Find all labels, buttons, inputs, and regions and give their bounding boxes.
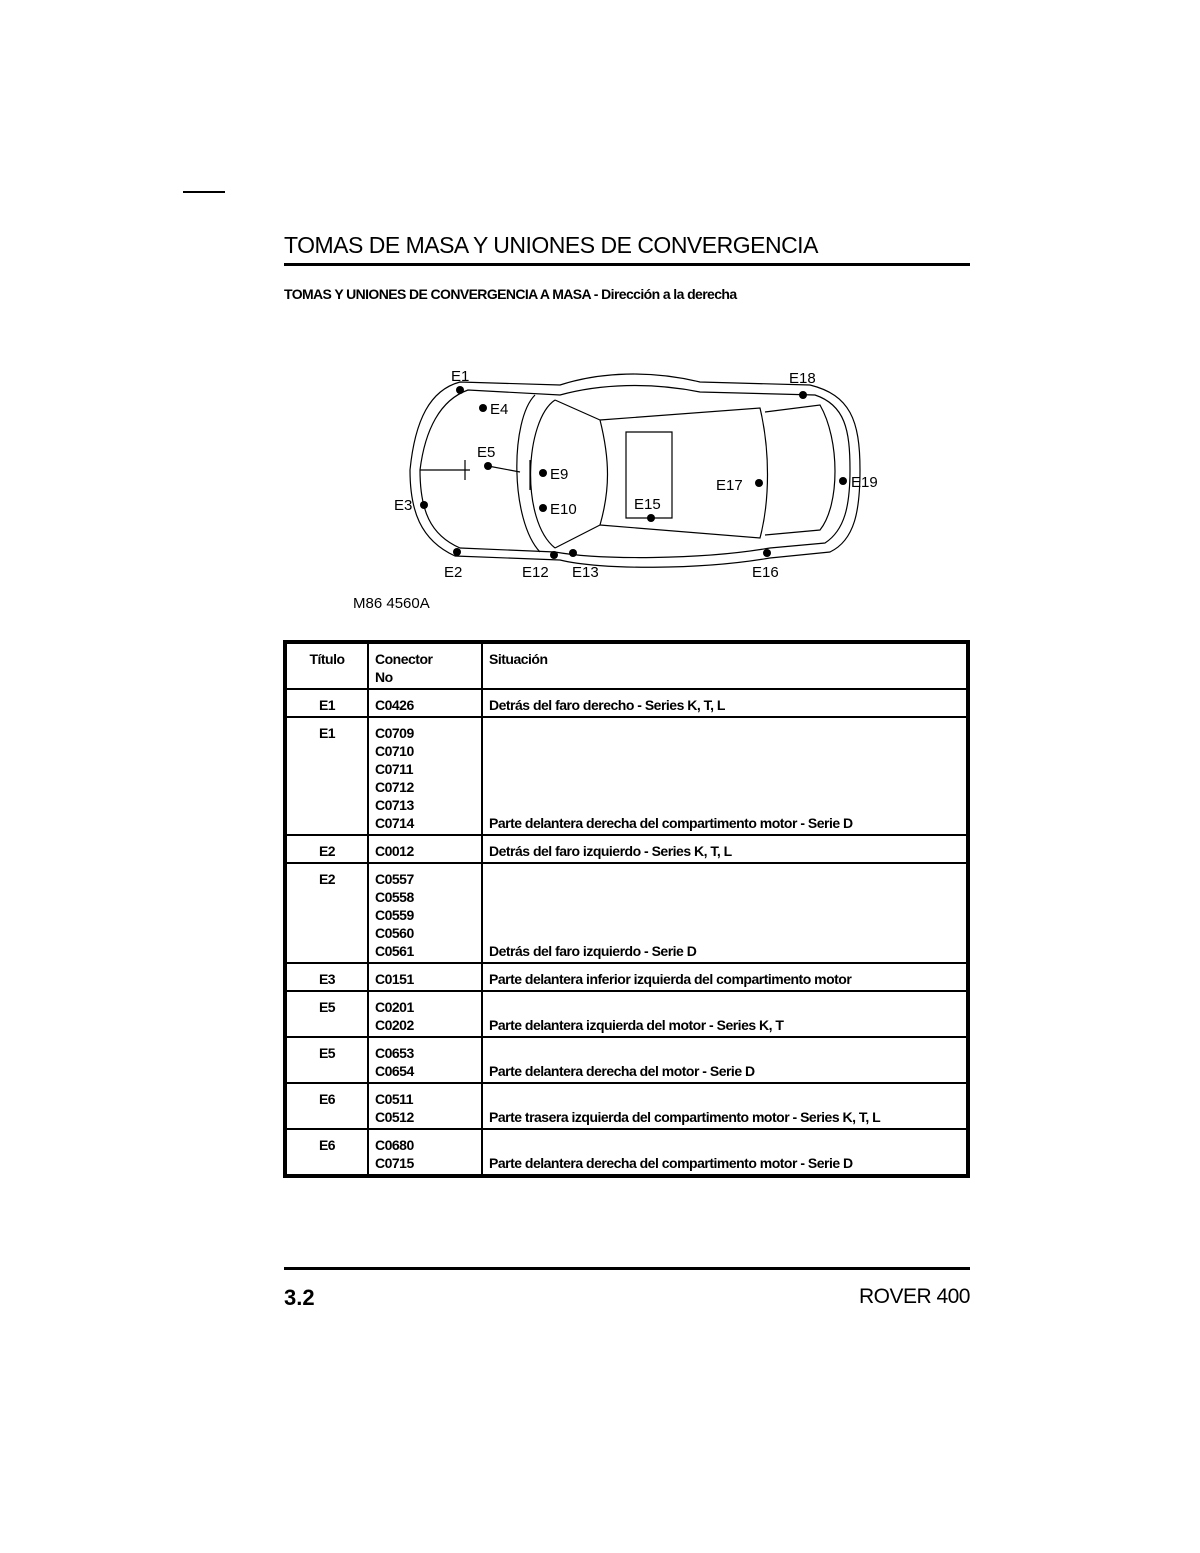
label-e10: E10 xyxy=(550,501,577,518)
cell-conectores: C0680 C0715 xyxy=(368,1129,482,1175)
car-ground-points-diagram: E1 E4 E5 E9 E10 E15 E17 E19 E18 E3 E2 E1… xyxy=(394,368,878,581)
cell-conectores: C0426 xyxy=(368,689,482,717)
cell-situacion: Detrás del faro izquierdo - Serie D xyxy=(482,863,967,963)
label-e16: E16 xyxy=(752,564,779,581)
cell-conectores: C0557 C0558 C0559 C0560 C0561 xyxy=(368,863,482,963)
section-subtitle: TOMAS Y UNIONES DE CONVERGENCIA A MASA -… xyxy=(284,286,737,302)
ground-point-markers xyxy=(420,386,847,559)
page-title: TOMAS DE MASA Y UNIONES DE CONVERGENCIA xyxy=(284,232,818,258)
header-situacion: Situación xyxy=(482,643,967,689)
label-e12: E12 xyxy=(522,564,549,581)
car-outline xyxy=(409,373,861,568)
cell-conectores: C0201 C0202 xyxy=(368,991,482,1037)
label-e3: E3 xyxy=(394,497,412,514)
figure-code: M86 4560A xyxy=(353,595,430,612)
table-header-row: Título Conector No Situación xyxy=(286,643,967,689)
header-conector: Conector No xyxy=(368,643,482,689)
label-e19: E19 xyxy=(851,474,878,491)
header-titulo: Título xyxy=(286,643,368,689)
cell-situacion: Detrás del faro izquierdo - Series K, T,… xyxy=(482,835,967,863)
cell-titulo: E5 xyxy=(286,991,368,1037)
cell-titulo: E5 xyxy=(286,1037,368,1083)
cell-titulo: E2 xyxy=(286,835,368,863)
label-e18: E18 xyxy=(789,370,816,387)
cell-titulo: E3 xyxy=(286,963,368,991)
cell-titulo: E1 xyxy=(286,717,368,835)
footer-rule xyxy=(284,1267,970,1270)
cell-situacion: Detrás del faro derecho - Series K, T, L xyxy=(482,689,967,717)
label-e5: E5 xyxy=(477,444,495,461)
cell-conectores: C0151 xyxy=(368,963,482,991)
label-e15: E15 xyxy=(634,496,661,513)
label-e17: E17 xyxy=(716,477,743,494)
cell-conectores: C0653 C0654 xyxy=(368,1037,482,1083)
label-e9: E9 xyxy=(550,466,568,483)
cell-conectores: C0012 xyxy=(368,835,482,863)
label-e13: E13 xyxy=(572,564,599,581)
cell-titulo: E6 xyxy=(286,1083,368,1129)
cell-titulo: E6 xyxy=(286,1129,368,1175)
cell-conectores: C0511 C0512 xyxy=(368,1083,482,1129)
cell-situacion: Parte delantera inferior izquierda del c… xyxy=(482,963,967,991)
title-rule xyxy=(284,263,970,266)
model-name: ROVER 400 xyxy=(858,1285,971,1308)
cell-titulo: E1 xyxy=(286,689,368,717)
cell-situacion: Parte delantera derecha del compartiment… xyxy=(482,1129,967,1175)
cell-situacion: Parte delantera derecha del compartiment… xyxy=(482,717,967,835)
cell-conectores: C0709 C0710 C0711 C0712 C0713 C0714 xyxy=(368,717,482,835)
label-e2: E2 xyxy=(444,564,462,581)
label-e1: E1 xyxy=(451,368,469,385)
label-e4: E4 xyxy=(490,401,508,418)
cell-titulo: E2 xyxy=(286,863,368,963)
margin-mark xyxy=(183,191,225,193)
cell-situacion: Parte delantera derecha del motor - Seri… xyxy=(482,1037,967,1083)
cell-situacion: Parte trasera izquierda del compartiment… xyxy=(482,1083,967,1129)
cell-situacion: Parte delantera izquierda del motor - Se… xyxy=(482,991,967,1037)
page-number: 3.2 xyxy=(284,1285,315,1310)
